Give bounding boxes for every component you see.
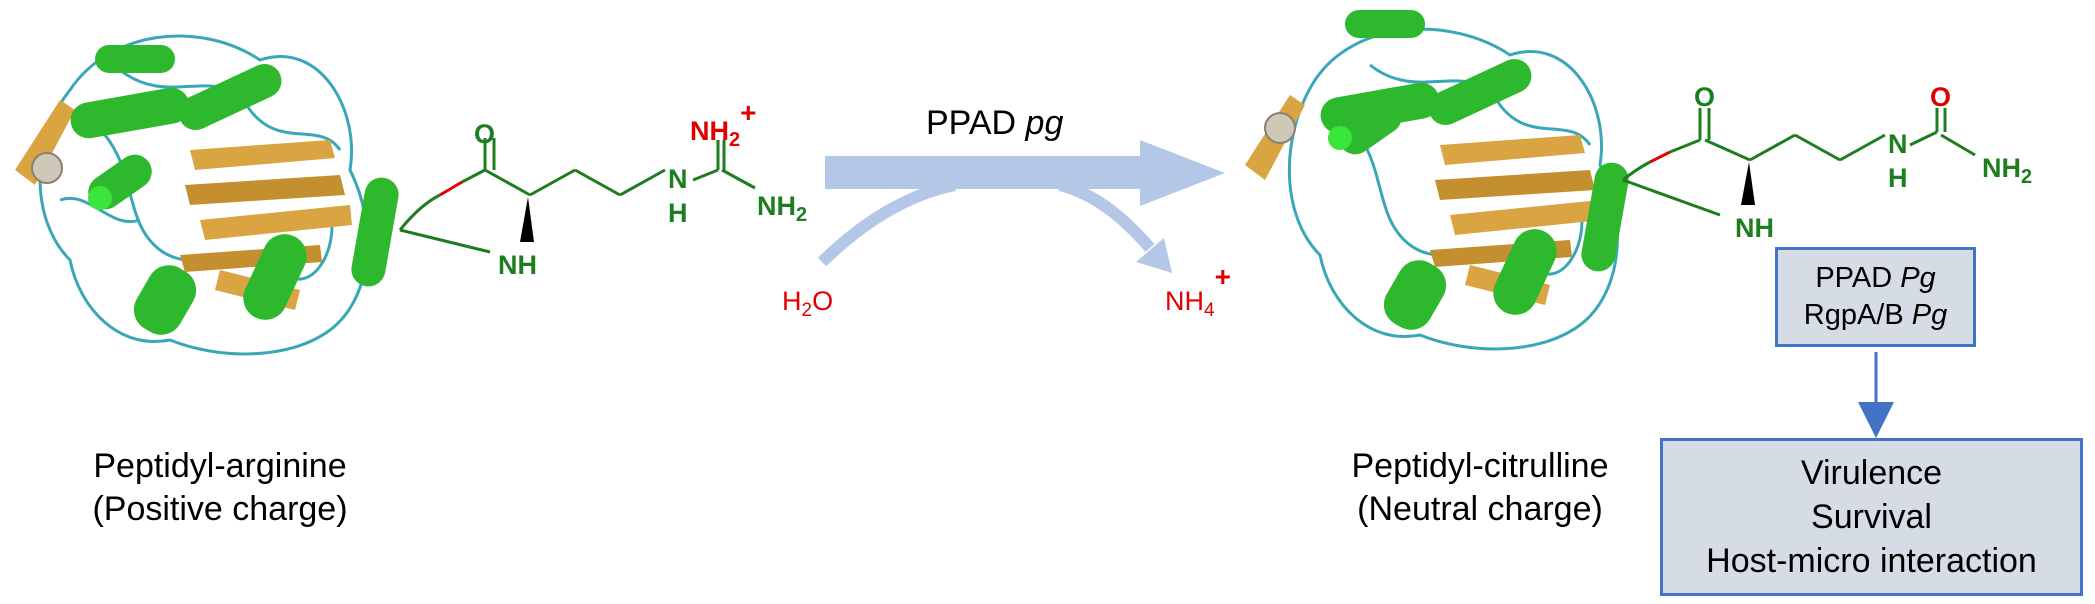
protein-structure-right <box>1245 10 1629 351</box>
caption-arginine: Peptidyl-arginine (Positive charge) <box>70 445 370 531</box>
arginine-structure <box>398 138 756 254</box>
water-label: H2O <box>782 286 833 321</box>
caption-citrulline: Peptidyl-citrulline (Neutral charge) <box>1330 445 1630 531</box>
enzymes-line2-plain: RgpA/B <box>1803 299 1904 331</box>
stereo-wedge-left <box>520 197 534 242</box>
caption-citrulline-line2: (Neutral charge) <box>1357 490 1603 528</box>
ammonium-label: NH4+ <box>1165 261 1231 321</box>
atom-n-side-left: N <box>668 164 688 194</box>
caption-citrulline-line1: Peptidyl-citrulline <box>1351 447 1609 485</box>
atom-nh2-terminal-right: NH2 <box>1982 153 2032 188</box>
atom-h-side-right: H <box>1888 163 1908 193</box>
effect-item: Survival <box>1811 498 1932 536</box>
atom-nh-backbone-left: NH <box>498 250 537 280</box>
atom-oxygen-left: O <box>474 119 495 149</box>
enzymes-line2: RgpA/B Pg <box>1804 297 1948 334</box>
atom-oxygen-backbone-right: O <box>1694 82 1715 112</box>
citrulline-structure <box>1622 108 1976 217</box>
enzymes-box: PPAD Pg RgpA/B Pg <box>1775 247 1976 347</box>
stereo-wedge-right <box>1741 162 1755 205</box>
caption-arginine-line1: Peptidyl-arginine <box>93 447 347 485</box>
atom-nh2-terminal-left: NH2 <box>757 191 807 226</box>
protein-structure-left <box>15 34 399 356</box>
enzymes-line1: PPAD Pg <box>1815 260 1935 297</box>
reaction-arrow <box>817 140 1225 273</box>
effects-box: Virulence Survival Host-micro interactio… <box>1660 438 2083 596</box>
atom-nh2-charged-left: NH2+ <box>690 97 756 151</box>
caption-arginine-line2: (Positive charge) <box>92 490 348 528</box>
atom-h-side-left: H <box>668 198 688 228</box>
enzymes-line1-plain: PPAD <box>1815 262 1893 294</box>
enzymes-line2-italic: Pg <box>1911 299 1948 331</box>
effect-item: Virulence <box>1800 454 1943 492</box>
enzyme-label-ppad: PPAD pg <box>926 104 1063 142</box>
effect-item: Host-micro interaction <box>1706 542 2037 580</box>
atom-n-side-right: N <box>1888 129 1908 159</box>
atom-nh-backbone-right: NH <box>1735 213 1774 243</box>
atom-oxygen-urea-right: O <box>1930 82 1951 112</box>
enzymes-line1-italic: Pg <box>1900 262 1936 294</box>
